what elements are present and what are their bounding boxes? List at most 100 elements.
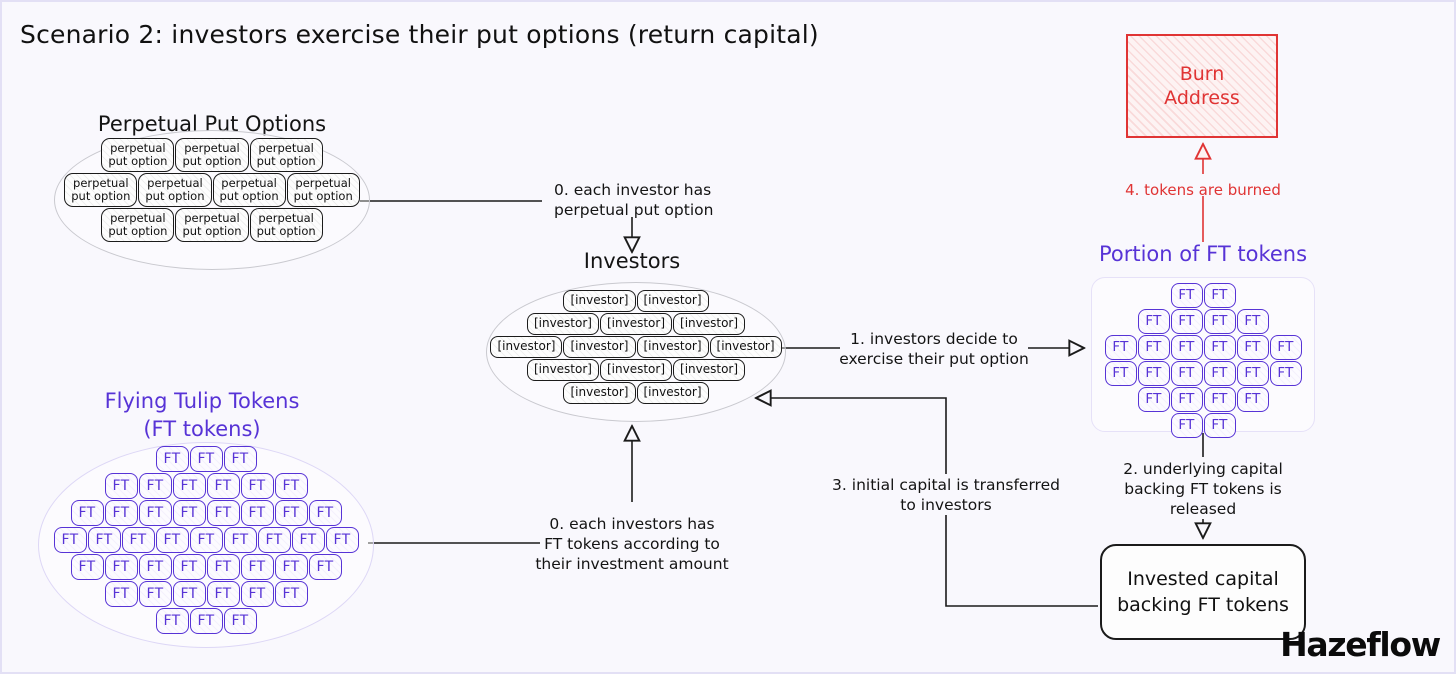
ft-token-node[interactable]: FT: [138, 581, 172, 607]
ft-token-node[interactable]: FT: [172, 554, 206, 580]
ft-token-node[interactable]: FT: [1203, 335, 1236, 360]
put-option-line2: put option: [182, 223, 242, 238]
investor-node[interactable]: [investor]: [563, 290, 636, 312]
ft-token-node[interactable]: FT: [1170, 387, 1203, 412]
ft-token-node[interactable]: FT: [240, 500, 274, 526]
ft-token-node[interactable]: FT: [189, 527, 223, 553]
put-option-node[interactable]: perpetual put option: [138, 173, 212, 207]
investor-node[interactable]: [investor]: [636, 290, 709, 312]
ft-token-node[interactable]: FT: [121, 527, 155, 553]
ft-token-node[interactable]: FT: [1170, 335, 1203, 360]
put-option-node[interactable]: perpetual put option: [101, 208, 175, 242]
ft-token-node[interactable]: FT: [206, 554, 240, 580]
investor-node[interactable]: [investor]: [490, 336, 563, 358]
edge-label-0-ft: 0. each investors has FT tokens accordin…: [524, 514, 740, 574]
ft-token-node[interactable]: FT: [1269, 335, 1302, 360]
invested-capital-box[interactable]: Invested capital backing FT tokens: [1100, 544, 1306, 640]
investor-node[interactable]: [investor]: [599, 359, 673, 381]
put-options-row: perpetual put option perpetual put optio…: [64, 173, 360, 207]
investor-node[interactable]: [investor]: [599, 313, 673, 335]
ft-token-node[interactable]: FT: [1137, 309, 1170, 334]
investors-row: [investor] [investor] [investor]: [526, 359, 746, 381]
ft-token-node[interactable]: FT: [87, 527, 121, 553]
ft-token-node[interactable]: FT: [223, 527, 257, 553]
ft-token-node[interactable]: FT: [1203, 413, 1236, 438]
investor-node[interactable]: [investor]: [636, 336, 709, 358]
ft-token-node[interactable]: FT: [172, 581, 206, 607]
put-option-node[interactable]: perpetual put option: [249, 138, 323, 172]
ft-token-node[interactable]: FT: [325, 527, 359, 553]
put-option-node[interactable]: perpetual put option: [175, 208, 249, 242]
ft-token-node[interactable]: FT: [1203, 309, 1236, 334]
ft-token-node[interactable]: FT: [274, 500, 308, 526]
ft-token-node[interactable]: FT: [308, 500, 342, 526]
ft-token-node[interactable]: FT: [155, 527, 189, 553]
ft-token-node[interactable]: FT: [138, 554, 172, 580]
put-option-node[interactable]: perpetual put option: [64, 173, 138, 207]
ft-token-node[interactable]: FT: [240, 473, 274, 499]
ft-token-node[interactable]: FT: [274, 581, 308, 607]
ft-token-node[interactable]: FT: [70, 554, 104, 580]
ft-token-node[interactable]: FT: [274, 554, 308, 580]
ft-token-node[interactable]: FT: [206, 473, 240, 499]
ft-token-node[interactable]: FT: [308, 554, 342, 580]
ft-token-node[interactable]: FT: [1170, 309, 1203, 334]
ft-token-node[interactable]: FT: [1137, 335, 1170, 360]
ft-token-node[interactable]: FT: [1236, 309, 1269, 334]
edge-2-line1: 2. underlying capital: [1123, 460, 1283, 478]
ft-token-node[interactable]: FT: [189, 446, 223, 472]
ft-token-node[interactable]: FT: [172, 473, 206, 499]
ft-token-node[interactable]: FT: [206, 500, 240, 526]
put-option-node[interactable]: perpetual put option: [175, 138, 249, 172]
ft-token-node[interactable]: FT: [155, 446, 189, 472]
ft-token-node[interactable]: FT: [1170, 361, 1203, 386]
ft-token-node[interactable]: FT: [291, 527, 325, 553]
put-option-node[interactable]: perpetual put option: [212, 173, 286, 207]
ft-token-node[interactable]: FT: [1236, 335, 1269, 360]
ft-token-node[interactable]: FT: [1236, 361, 1269, 386]
ft-token-node[interactable]: FT: [240, 581, 274, 607]
put-option-node[interactable]: perpetual put option: [249, 208, 323, 242]
ft-token-node[interactable]: FT: [223, 608, 257, 634]
investor-node[interactable]: [investor]: [563, 382, 636, 404]
ft-token-node[interactable]: FT: [155, 608, 189, 634]
ft-token-node[interactable]: FT: [1170, 413, 1203, 438]
investor-node[interactable]: [investor]: [673, 313, 746, 335]
ft-token-node[interactable]: FT: [1104, 335, 1137, 360]
ft-token-node[interactable]: FT: [104, 500, 138, 526]
investor-node[interactable]: [investor]: [526, 313, 599, 335]
ft-token-node[interactable]: FT: [1104, 361, 1137, 386]
ft-token-node[interactable]: FT: [104, 473, 138, 499]
put-option-node[interactable]: perpetual put option: [286, 173, 360, 207]
ft-token-node[interactable]: FT: [1203, 387, 1236, 412]
investor-node[interactable]: [investor]: [636, 382, 709, 404]
invested-capital-label: Invested capital backing FT tokens: [1117, 566, 1289, 618]
ft-token-node[interactable]: FT: [1203, 283, 1236, 308]
ft-token-node[interactable]: FT: [138, 473, 172, 499]
ft-token-node[interactable]: FT: [172, 500, 206, 526]
ft-token-node[interactable]: FT: [240, 554, 274, 580]
ft-token-node[interactable]: FT: [206, 581, 240, 607]
ft-token-node[interactable]: FT: [1137, 361, 1170, 386]
ft-token-node[interactable]: FT: [1236, 387, 1269, 412]
burn-address-box[interactable]: Burn Address: [1126, 34, 1278, 138]
ft-token-node[interactable]: FT: [104, 554, 138, 580]
put-option-node[interactable]: perpetual put option: [101, 138, 175, 172]
ft-token-node[interactable]: FT: [223, 446, 257, 472]
ft-token-node[interactable]: FT: [70, 500, 104, 526]
investor-node[interactable]: [investor]: [673, 359, 746, 381]
ft-token-node[interactable]: FT: [1137, 387, 1170, 412]
investor-node[interactable]: [investor]: [563, 336, 636, 358]
investor-node[interactable]: [investor]: [526, 359, 599, 381]
ft-token-node[interactable]: FT: [257, 527, 291, 553]
ft-token-node[interactable]: FT: [1170, 283, 1203, 308]
ft-token-node[interactable]: FT: [189, 608, 223, 634]
ft-token-node[interactable]: FT: [104, 581, 138, 607]
ft-token-node[interactable]: FT: [53, 527, 87, 553]
ft-token-node[interactable]: FT: [1269, 361, 1302, 386]
ft-token-node[interactable]: FT: [1203, 361, 1236, 386]
investor-node[interactable]: [investor]: [709, 336, 782, 358]
put-option-line1: perpetual: [295, 176, 351, 190]
ft-token-node[interactable]: FT: [274, 473, 308, 499]
ft-token-node[interactable]: FT: [138, 500, 172, 526]
